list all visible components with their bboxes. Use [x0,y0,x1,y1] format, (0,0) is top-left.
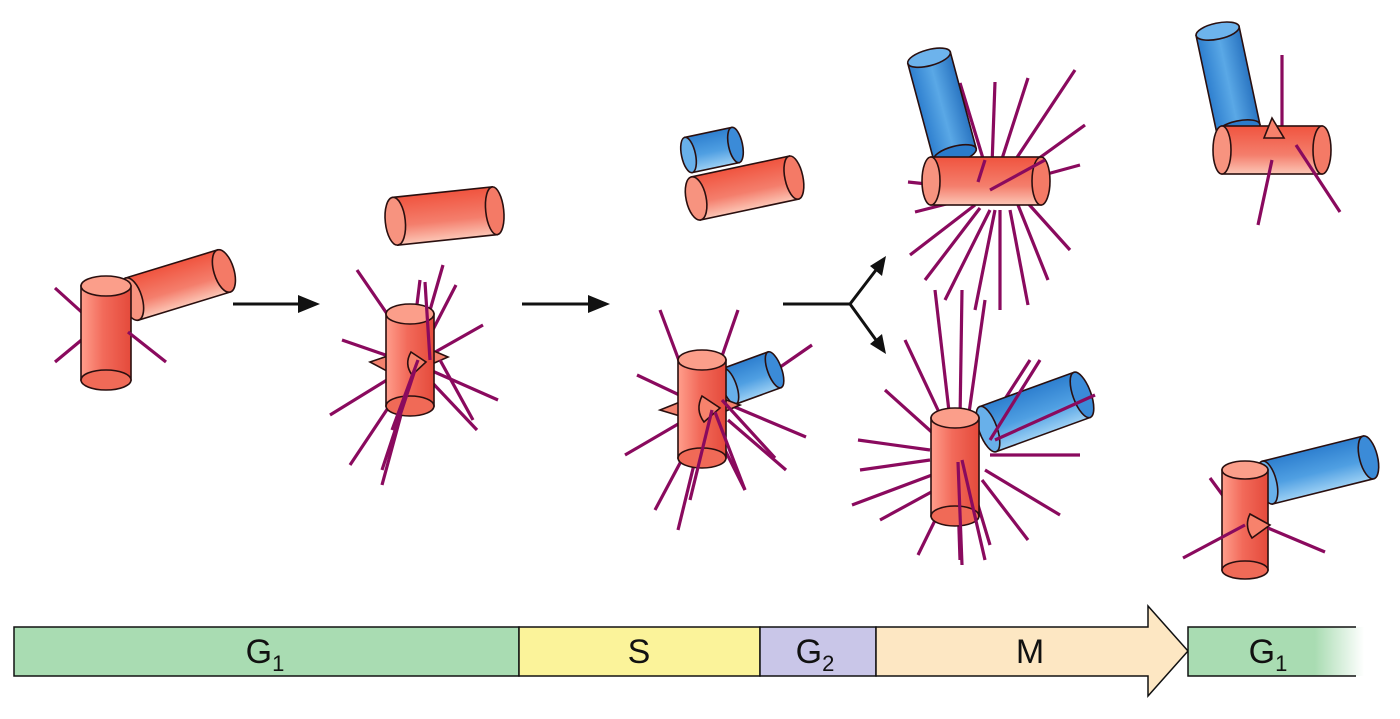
right-arrow-icon [522,295,610,313]
stage3-upper-daughter-centriole [679,126,745,174]
svg-text:G2: G2 [796,633,835,676]
stage4-lower-centrosome [851,289,1096,566]
stage4-upper-centrosome [906,47,1086,311]
stage5-lower-mother-centriole [1221,460,1269,580]
stage5-lower-centrosome [1182,435,1380,580]
phase-g1-next: G1 [1187,626,1364,677]
svg-text:G1: G1 [1249,633,1288,676]
stage5-upper-daughter-centriole [1195,21,1261,139]
stage4-lower-daughter-centriole [975,371,1095,453]
stage3-upper-centrosome [679,126,805,221]
stage2-mother-centriole [385,303,435,417]
right-arrow-icon [233,295,320,313]
phase-s: S [518,626,761,677]
phase-g2-subscript: 2 [822,651,834,676]
phase-g1-next-subscript: 1 [1275,651,1287,676]
stage3-lower-daughter-centriole [719,350,785,406]
phase-g1-next-letter: G [1249,633,1275,671]
stage2-centrosome [329,186,505,486]
phase-g2-letter: G [796,633,822,671]
stage3-lower-centrosome [624,309,813,531]
cell-cycle-timeline: G1 S G2 M G1 [13,604,1364,698]
branching-arrow-icon [783,256,886,354]
svg-text:G1: G1 [246,633,285,676]
phase-g2: G2 [759,626,877,677]
stage1-mother-centriole [80,275,132,391]
phase-s-label: S [628,633,651,671]
stage5-upper-centrosome [1195,21,1342,226]
stage1-daughter-centriole [119,248,237,322]
stage1-centrosome [53,248,237,391]
phase-m-label: M [1016,633,1044,671]
stage2-free-centriole [384,186,505,246]
phase-g1: G1 [13,626,520,677]
stage5-lower-daughter-centriole [1256,435,1380,505]
phase-m-arrow: M [875,604,1190,698]
stage3-upper-mother-centriole [684,155,805,221]
phase-g1-subscript: 1 [272,651,284,676]
stage4-upper-mother-centriole [921,156,1051,206]
phase-g1-letter: G [246,633,272,671]
